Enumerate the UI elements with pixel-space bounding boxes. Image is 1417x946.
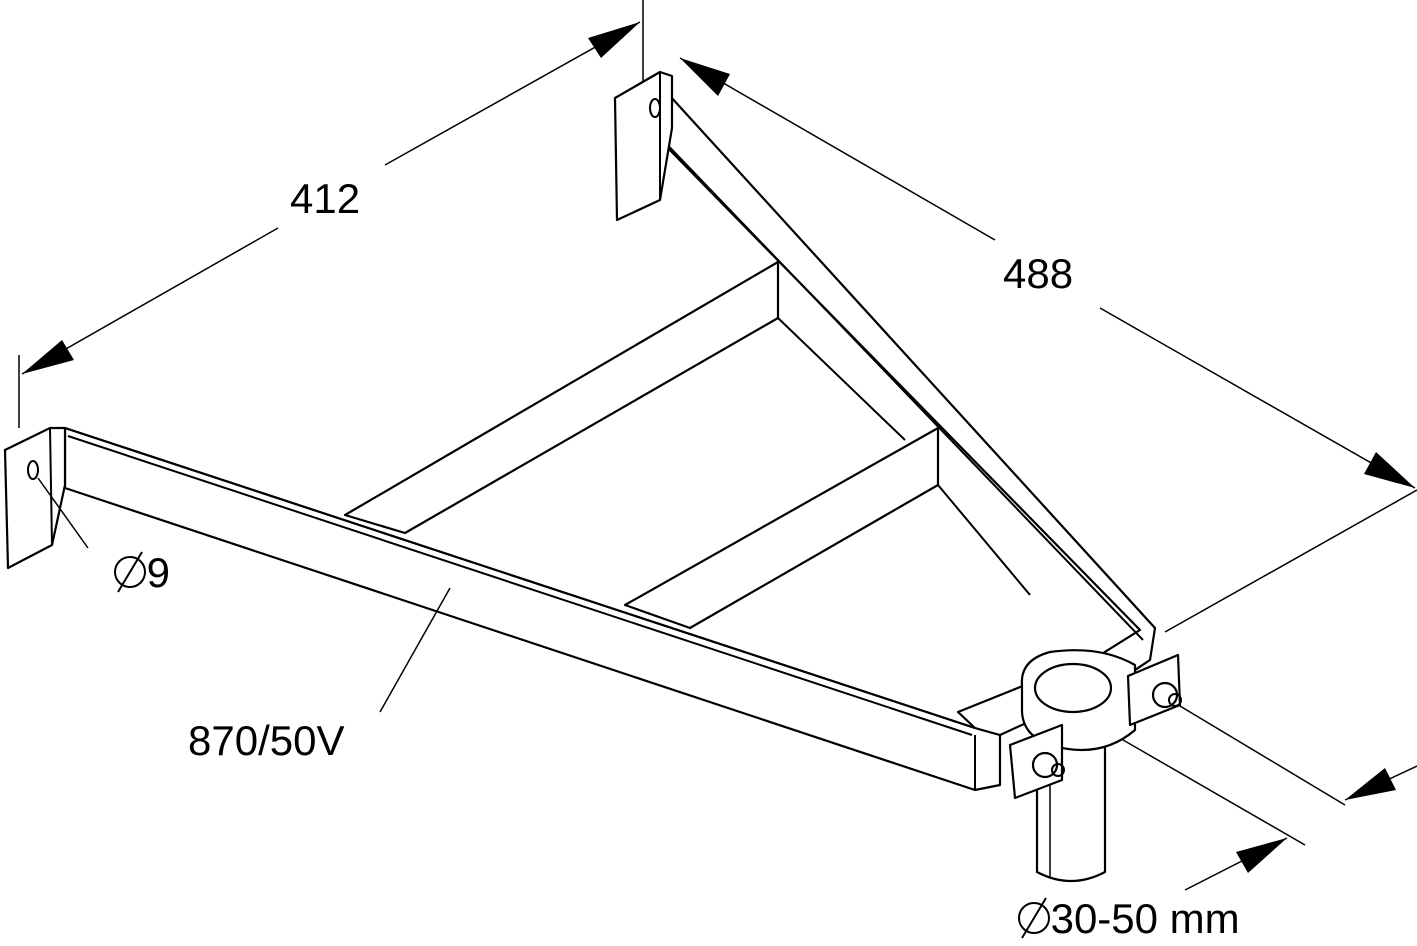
leader-part (379, 587, 451, 713)
dimension-488 (679, 57, 1417, 633)
dimension-pipe (1084, 699, 1417, 891)
dimension-412 (18, 0, 644, 428)
bracket-frame (3, 70, 1157, 792)
dimension-412-label: 412 (290, 175, 361, 222)
diameter-symbol (114, 551, 1050, 939)
dimension-488-label: 488 (1003, 250, 1074, 297)
hole-diameter-label: ∅9 (146, 549, 170, 596)
pipe-clamp (1008, 649, 1182, 800)
pipe-diameter-label: ∅30-50 mm (1050, 895, 1240, 942)
part-number-label: 870/50V (188, 717, 345, 764)
leader-hole (37, 477, 89, 549)
